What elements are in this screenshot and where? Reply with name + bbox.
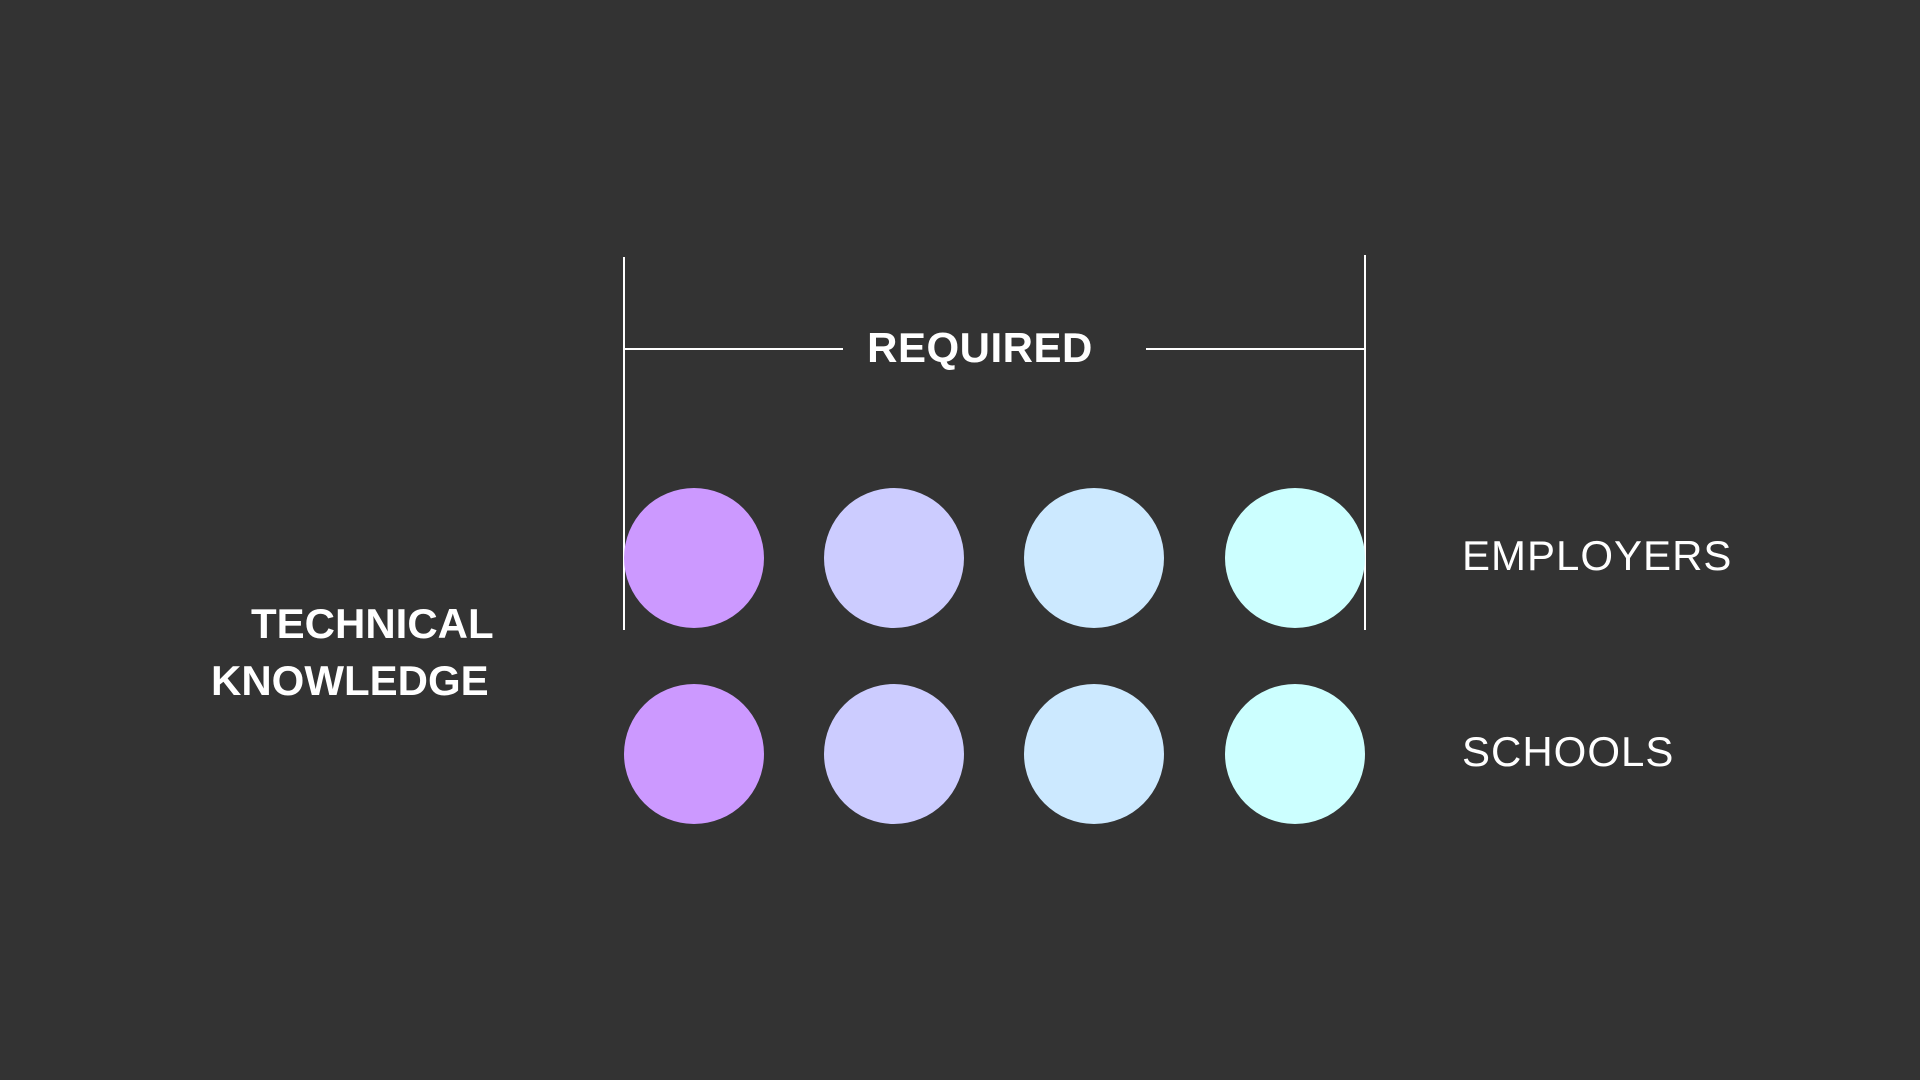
bracket-right-tick <box>1364 255 1366 630</box>
dot-row1-3 <box>1024 488 1164 628</box>
dot-row1-2 <box>824 488 964 628</box>
dot-row2-4 <box>1225 684 1365 824</box>
dot-row2-1 <box>624 684 764 824</box>
axis-label-line-2: KNOWLEDGE <box>211 657 489 704</box>
dot-row1-1 <box>624 488 764 628</box>
bracket-left-tick <box>623 257 625 630</box>
bracket-label: REQUIRED <box>867 324 1093 371</box>
axis-label-line-1: TECHNICAL <box>251 600 494 647</box>
row-label-employers: EMPLOYERS <box>1462 532 1733 579</box>
row-label-schools: SCHOOLS <box>1462 728 1675 775</box>
dot-row2-2 <box>824 684 964 824</box>
bracket-right-bar <box>1146 348 1366 350</box>
dot-row1-4 <box>1225 488 1365 628</box>
bracket-left-bar <box>623 348 843 350</box>
dot-row2-3 <box>1024 684 1164 824</box>
